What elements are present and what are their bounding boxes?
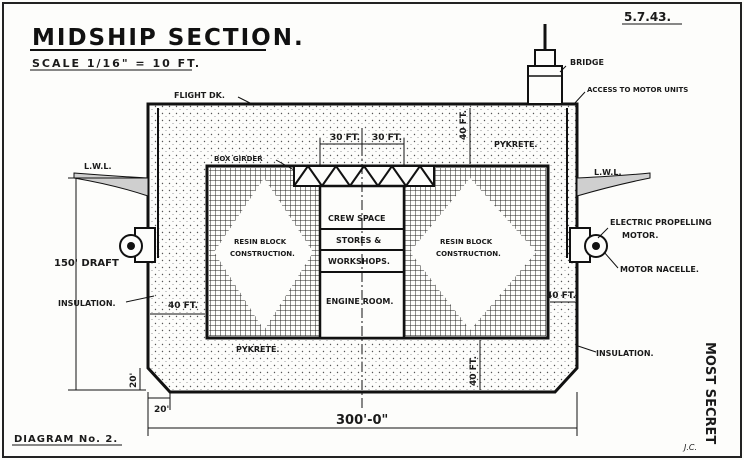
classification-stamp: MOST SECRET [702, 342, 717, 444]
label-resin-right-2: CONSTRUCTION. [436, 250, 501, 258]
label-pykrete-top: PYKRETE. [494, 140, 537, 149]
label-resin-left-2: CONSTRUCTION. [230, 250, 295, 258]
label-engine-room: ENGINE ROOM. [326, 297, 393, 306]
dim-girder [319, 138, 405, 166]
dim-label-30-b: 30 FT. [372, 133, 402, 143]
waterline-right [576, 172, 651, 197]
label-access: ACCESS TO MOTOR UNITS [587, 86, 688, 94]
leader-lines [125, 65, 619, 353]
dim-label-40-left: 40 FT. [168, 301, 198, 311]
diagram-number: DIAGRAM No. 2. [14, 434, 118, 445]
label-electric-motor-2: MOTOR. [622, 231, 658, 240]
drawing-title: MIDSHIP SECTION. [32, 25, 305, 51]
dim-beam [147, 392, 578, 436]
label-pykrete-bottom: PYKRETE. [236, 345, 279, 354]
initials: J.C. [682, 443, 697, 452]
label-lwl-right: L.W.L. [594, 168, 621, 177]
dim-label-20-bottom: 20' [154, 405, 169, 415]
dim-label-30-a: 30 FT. [330, 133, 360, 143]
label-insulation-right: INSULATION. [596, 349, 654, 358]
label-insulation-left: INSULATION. [58, 299, 116, 308]
resin-cutout-right [410, 178, 536, 330]
dim-label-40-bottom: 40 FT. [469, 356, 479, 386]
motor-nacelle-left [119, 227, 156, 263]
label-resin-right-1: RESIN BLOCK [440, 238, 493, 246]
label-lwl-left: L.W.L. [84, 162, 111, 171]
resin-cutout-left [214, 178, 313, 330]
dim-label-beam: 300'-0" [336, 413, 388, 428]
label-workshops: WORKSHOPS. [328, 257, 390, 266]
bridge-superstructure [527, 24, 563, 105]
dim-label-40-top: 40 FT. [459, 110, 469, 140]
dim-label-draft: 150' DRAFT [54, 258, 119, 269]
label-bridge: BRIDGE [570, 58, 604, 67]
drawing-scale: SCALE 1/16" = 10 FT. [32, 57, 201, 70]
motor-nacelle-right [569, 227, 608, 263]
dim-20-bottom [148, 392, 171, 410]
label-resin-left-1: RESIN BLOCK [234, 238, 287, 246]
dim-draft [68, 177, 148, 391]
dim-label-40-right: 40 FT. [546, 291, 576, 301]
label-box-girder: BOX GIRDER [214, 155, 263, 163]
label-stores: STORES & [336, 236, 381, 245]
dim-label-20-side: 20' [129, 373, 139, 388]
label-motor-nacelle: MOTOR NACELLE. [620, 265, 699, 274]
box-girder-truss [293, 164, 435, 188]
label-electric-motor-1: ELECTRIC PROPELLING [610, 218, 712, 227]
label-flight-deck: FLIGHT DK. [174, 91, 225, 100]
label-crew-space: CREW SPACE [328, 214, 386, 223]
waterline-left [73, 172, 149, 197]
drawing-date: 5.7.43. [624, 10, 671, 24]
